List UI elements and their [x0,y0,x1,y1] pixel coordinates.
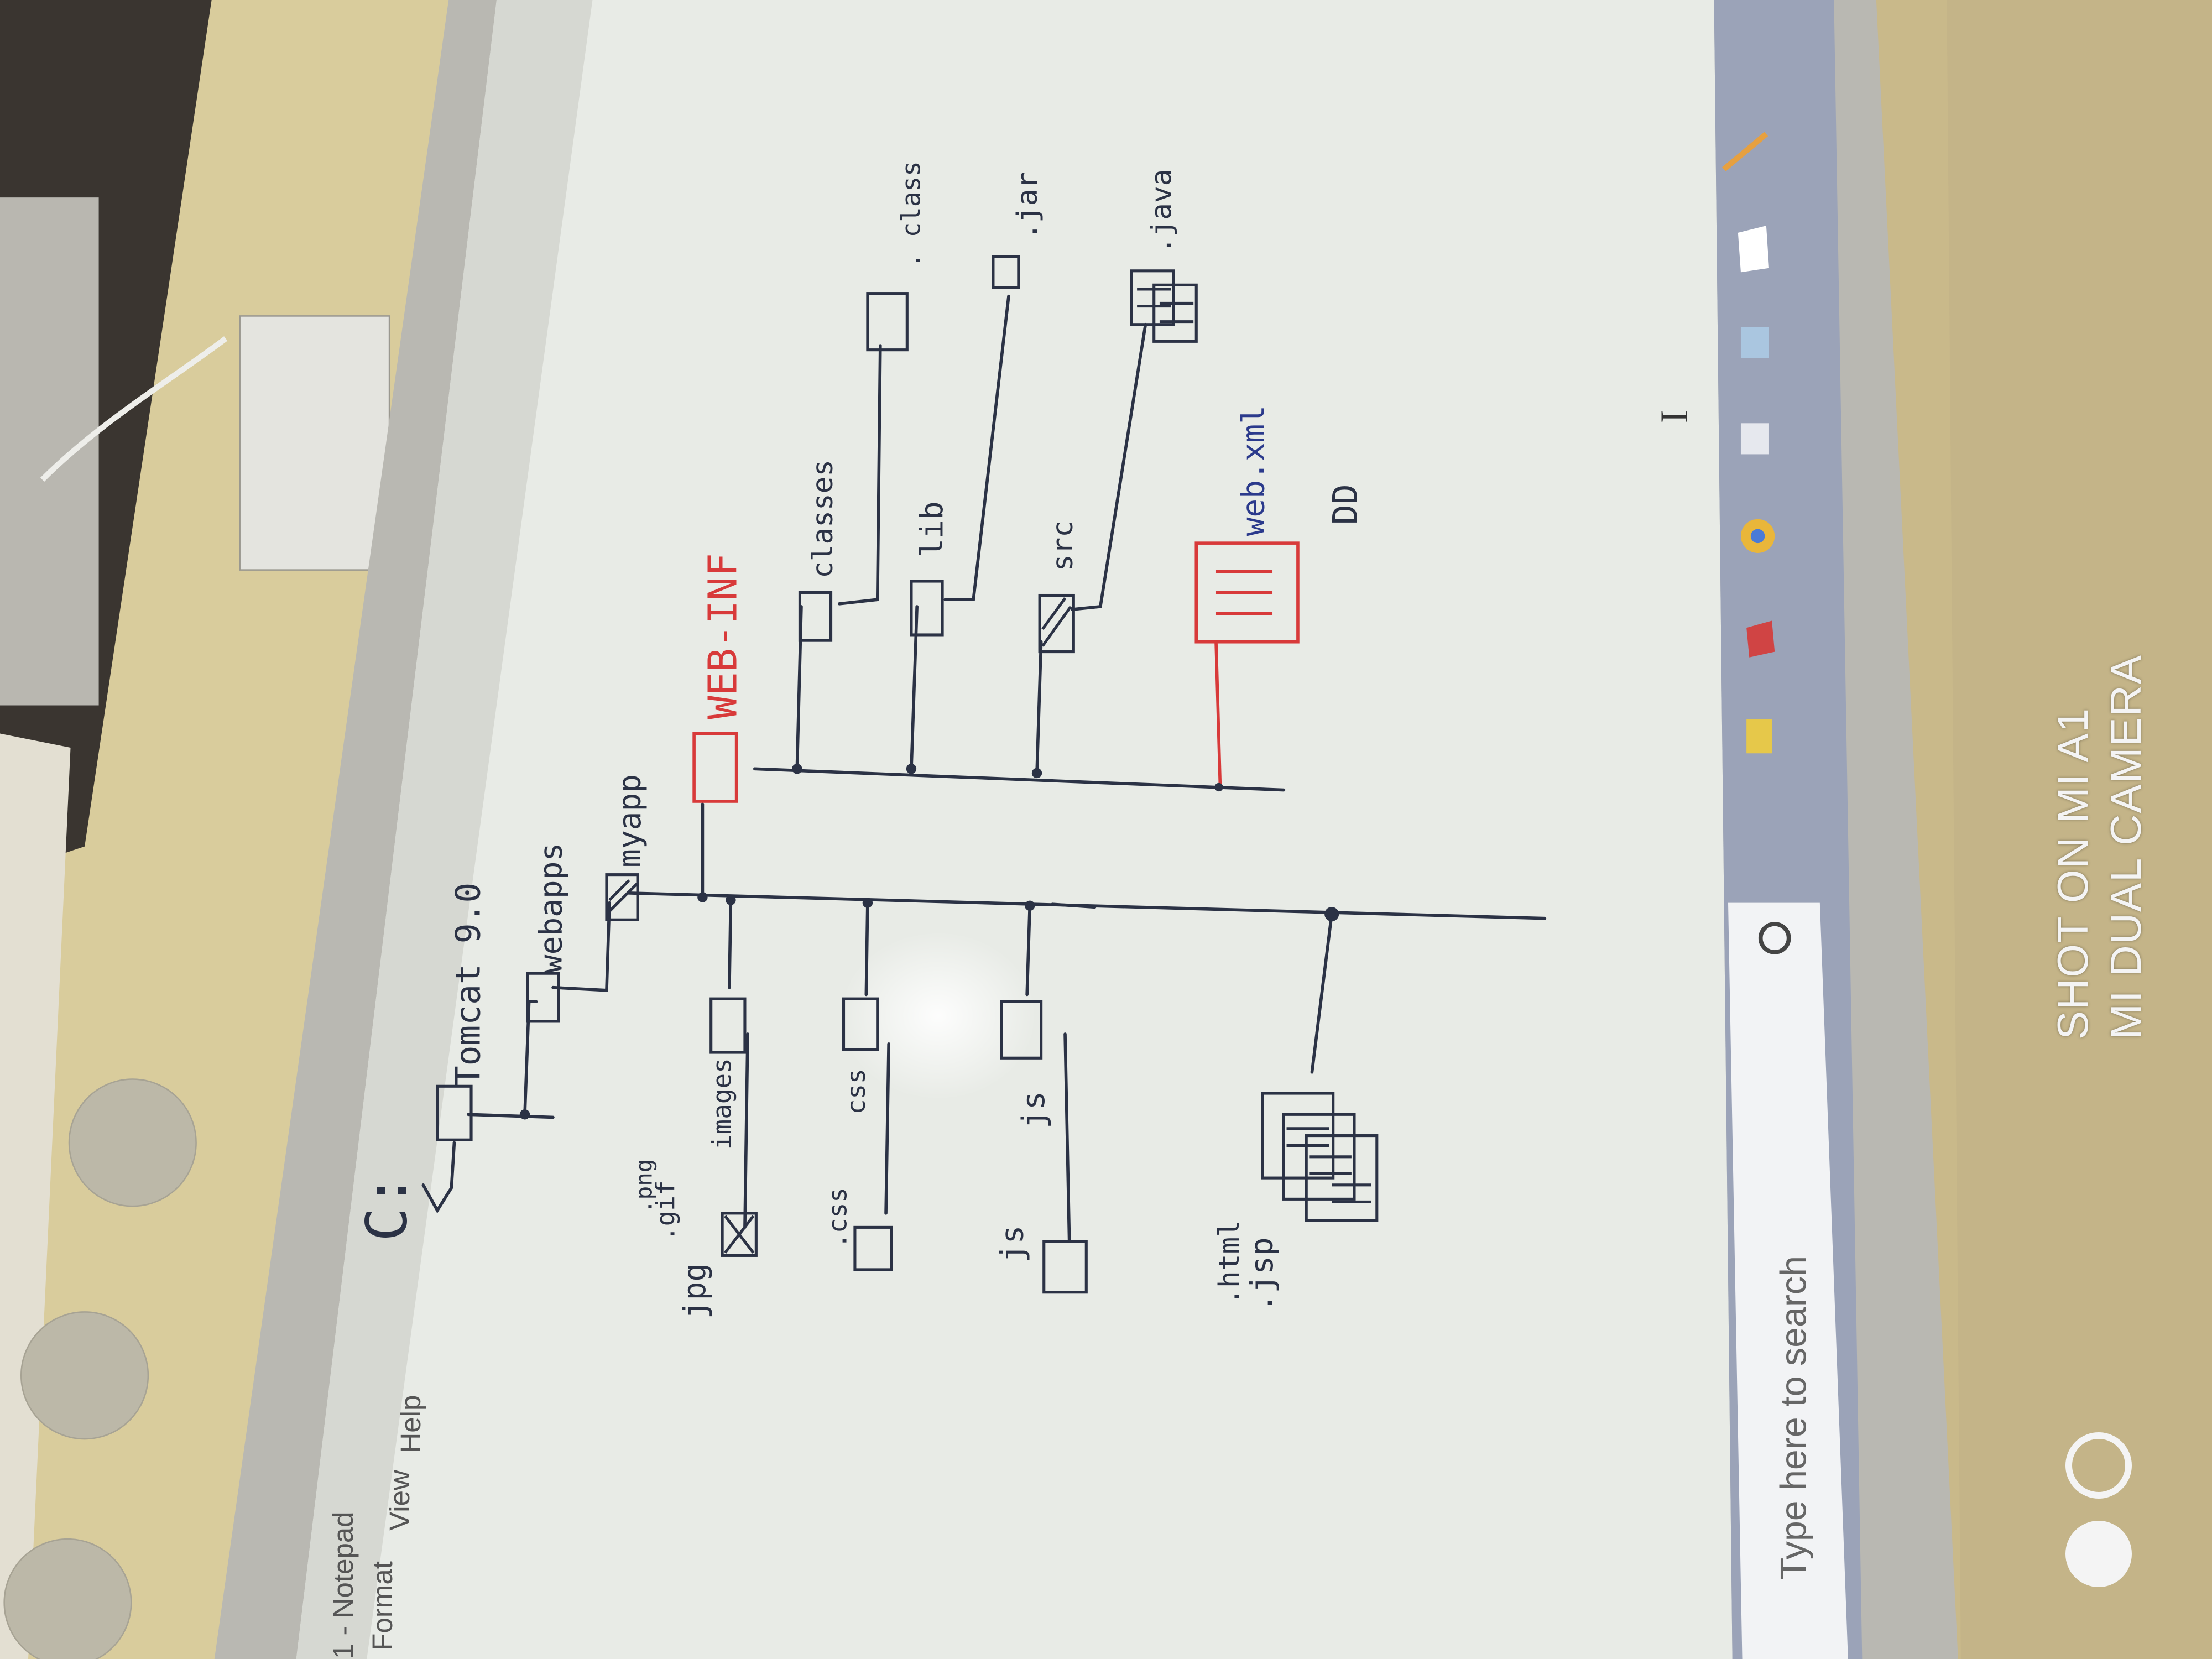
drive-label: C: [354,1173,420,1241]
java-ext-label: .java [1145,169,1178,254]
diagram-labels: C: Tomcat 9.0 webapps myapp images css j… [354,161,1365,1319]
taskbar-search-placeholder[interactable]: Type here to search [1773,1256,1814,1580]
webinf-label: WEB-INF [700,553,746,719]
folder-icon-js [1000,1000,1043,1060]
png-ext-label: .png [631,1159,658,1213]
classes-label: classes [807,460,839,578]
folder-icon-myapp [605,873,639,921]
notepad-title: 1 - Notepad [327,1511,359,1659]
taskbar [1714,0,1863,1659]
tomcat-label: Tomcat 9.0 [448,883,488,1087]
src-label: src [1047,520,1079,571]
menu-view[interactable]: View [384,1470,415,1531]
menu-format[interactable]: Format [367,1561,398,1651]
java-file-icon [1130,269,1175,326]
folder-icon-src [1038,593,1075,654]
folder-icon-webapps [526,972,560,1023]
watermark-line-1: SHOT ON MI A1 [2048,707,2097,1040]
folder-icon-lib [910,580,944,637]
watermark-line-2: MI DUAL CAMERA [2101,654,2150,1040]
css-file-icon [853,1225,893,1271]
webxml-file-icon [1194,541,1300,644]
dd-label: DD [1326,484,1365,525]
webinf-red-ink [692,541,1300,803]
jpg-ext-label: jpg [677,1263,713,1319]
whiteboard-surface [296,0,1733,1659]
jar-file-icon [992,255,1020,289]
js-ext-label: js [994,1225,1030,1263]
css-ext-label: .css [823,1187,853,1249]
folder-icon-classes [798,591,833,642]
html-ext-label: .html [1213,1220,1246,1305]
folder-icons [436,255,1379,1294]
folder-icon-images [709,997,747,1054]
css-folder-label: css [841,1068,871,1114]
folder-icon-webinf [692,732,738,803]
camera-watermark: SHOT ON MI A1 MI DUAL CAMERA [2046,654,2157,1040]
camera-logo-icon [2065,1432,2132,1587]
class-file-icon [866,292,909,352]
js-folder-label: js [1016,1091,1052,1129]
webapps-label: webapps [533,843,569,973]
folder-icon-tomcat [436,1084,473,1141]
class-ext-label: . class [896,161,926,268]
images-label: images [707,1058,737,1150]
js-file-icon [1042,1240,1088,1294]
myapp-label: myapp [612,774,648,868]
folder-icon-css [842,997,879,1051]
webxml-label: web.xml [1236,405,1272,536]
jsp-ext-label: .jsp [1244,1237,1280,1312]
directory-tree-lines [421,294,1547,1243]
speaker-grilles [3,1078,197,1659]
menu-help[interactable]: Help [395,1395,426,1453]
jar-ext-label: .jar [1011,172,1044,240]
gif-ext-label: .gif [650,1180,680,1241]
wall-outlet [40,315,390,571]
image-file-icon [721,1212,758,1257]
text-cursor-icon: I [1652,410,1696,424]
lib-label: lib [914,501,950,557]
